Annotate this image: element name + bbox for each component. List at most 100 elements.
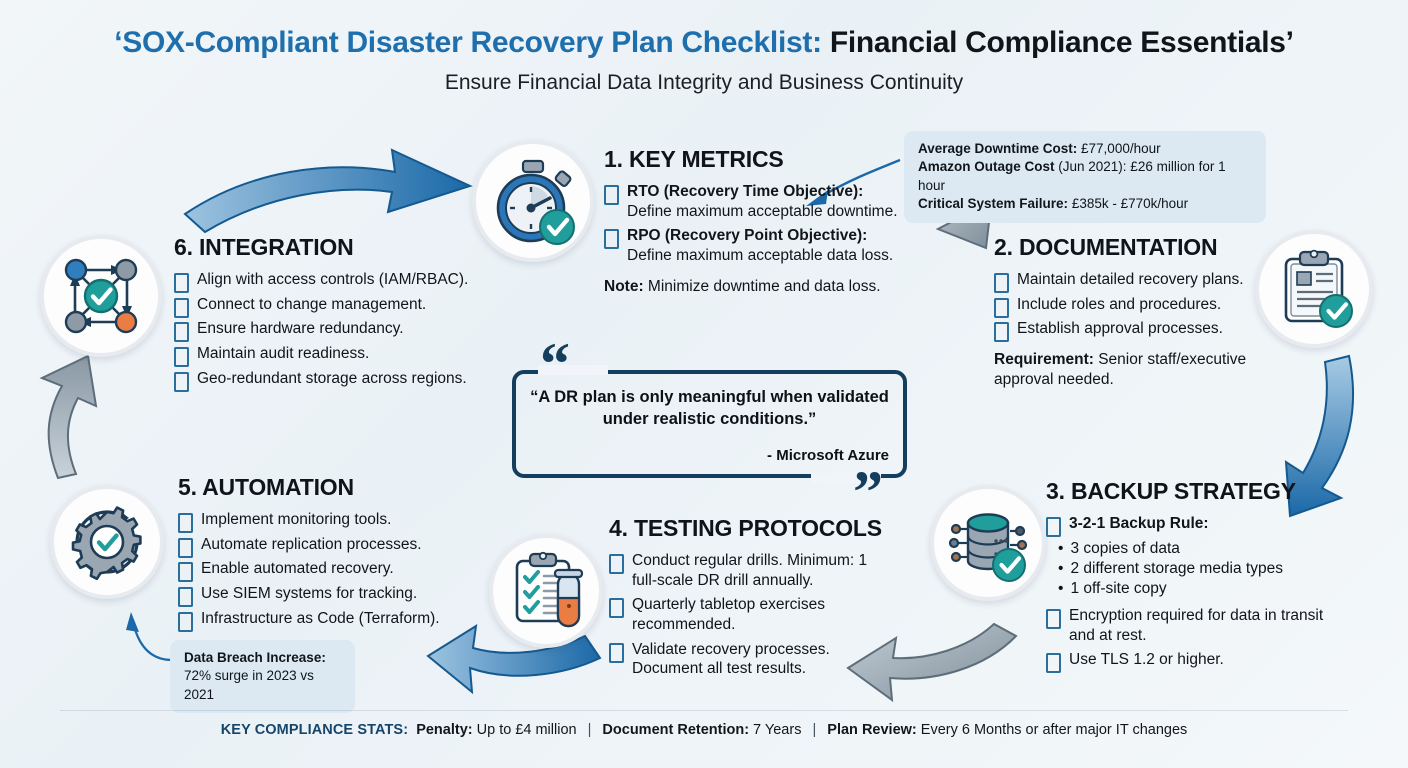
checklist-item-text: Validate recovery processes. Document al…	[632, 640, 830, 678]
footer-item-value: 7 Years	[749, 722, 802, 738]
footer-stats-bar: KEY COMPLIANCE STATS: Penalty: Up to £4 …	[0, 722, 1408, 738]
section-title: 4. TESTING PROTOCOLS	[609, 515, 882, 541]
arrow-automation-to-integration	[39, 354, 98, 480]
gear-refresh-check-icon	[50, 485, 164, 599]
checklist-item[interactable]: RTO (Recovery Time Objective): Define max…	[604, 182, 914, 221]
callout-value: £77,000/hour	[1077, 141, 1161, 156]
clipboard-document-check-icon	[1255, 230, 1373, 348]
footer-separator: |	[812, 722, 817, 738]
checklist-item-text: Implement monitoring tools.	[201, 511, 392, 528]
checklist-item-text: Align with access controls (IAM/RBAC).	[197, 271, 469, 288]
section-title: 3. BACKUP STRATEGY	[1046, 478, 1296, 504]
checkbox-icon[interactable]	[178, 537, 193, 558]
checkbox-icon[interactable]	[609, 642, 624, 663]
page-title-secondary: Financial Compliance Essentials’	[829, 26, 1294, 59]
checklist-item-label: RPO (Recovery Point Objective):	[627, 227, 868, 245]
checkbox-icon[interactable]	[174, 371, 189, 392]
checklist-item-text: Use TLS 1.2 or higher.	[1069, 651, 1224, 669]
checklist-item-text: Encryption required for data in transit …	[1069, 607, 1324, 644]
checkbox-icon[interactable]	[178, 611, 193, 632]
section-title: 1. KEY METRICS	[604, 146, 784, 172]
checklist-item[interactable]: Validate recovery processes. Document al…	[609, 640, 889, 679]
checkbox-icon[interactable]	[1046, 653, 1061, 674]
checklist-item-label: 3-2-1 Backup Rule:	[1069, 515, 1209, 532]
checkbox-icon[interactable]	[994, 322, 1009, 343]
checkbox-icon[interactable]	[994, 297, 1009, 318]
checklist-item-label: RTO (Recovery Time Objective):	[627, 183, 864, 200]
checkbox-icon[interactable]	[994, 273, 1009, 293]
footer-item-label: Plan Review:	[827, 722, 917, 738]
section-testing-protocols: 4. TESTING PROTOCOLS Conduct regular dri…	[609, 515, 889, 684]
checklist-item[interactable]: Maintain detailed recovery plans.	[994, 270, 1262, 293]
section-note-label: Note:	[604, 277, 644, 295]
database-check-icon	[930, 485, 1046, 601]
checklist-item-text: Geo-redundant storage across regions.	[197, 369, 467, 387]
quote-open-mark: “	[540, 331, 570, 397]
footer-lead-label: KEY COMPLIANCE STATS:	[220, 722, 409, 738]
checklist-item-text: Define maximum acceptable data loss.	[627, 247, 894, 265]
checklist-item-text: Include roles and procedures.	[1017, 295, 1222, 313]
checkbox-icon[interactable]	[174, 273, 189, 293]
sublist-item: 2 different storage media types	[1058, 559, 1346, 579]
section-title: 5. AUTOMATION	[178, 474, 354, 500]
section-backup-strategy: 3. BACKUP STRATEGY 3-2-1 Backup Rule: 3 …	[1046, 478, 1346, 675]
checklist-item[interactable]: Infrastructure as Code (Terraform).	[178, 609, 478, 632]
checklist-item[interactable]: Automate replication processes.	[178, 535, 478, 558]
checklist-item-text: Define maximum acceptable downtime.	[627, 202, 898, 220]
checkbox-icon[interactable]	[609, 554, 624, 574]
sublist-item: 3 copies of data	[1058, 539, 1346, 559]
callout-line: 72% surge in 2023 vs 2021	[184, 668, 314, 702]
checklist-item[interactable]: 3-2-1 Backup Rule:	[1046, 514, 1346, 537]
checklist-item[interactable]: Use TLS 1.2 or higher.	[1046, 650, 1346, 674]
checklist-item-text: Quarterly tabletop exercises recommended…	[632, 596, 825, 634]
sublist-item: 1 off-site copy	[1058, 579, 1346, 599]
checklist-item-text: Automate replication processes.	[201, 535, 422, 553]
footer-divider	[60, 710, 1348, 711]
checkbox-icon[interactable]	[604, 229, 619, 250]
checklist-item[interactable]: Implement monitoring tools.	[178, 510, 478, 533]
checkbox-icon[interactable]	[1046, 609, 1061, 630]
callout-cost-stats: Average Downtime Cost: £77,000/hour Amaz…	[904, 131, 1266, 223]
callout-line: Average Downtime Cost: £77,000/hour	[918, 140, 1252, 158]
checklist-item[interactable]: Maintain audit readiness.	[174, 344, 494, 368]
checkbox-icon[interactable]	[178, 513, 193, 533]
checklist-item[interactable]: Ensure hardware redundancy.	[174, 319, 494, 343]
stopwatch-check-icon	[472, 140, 594, 262]
checklist-item-text: Maintain detailed recovery plans.	[1017, 271, 1244, 288]
checkbox-icon[interactable]	[604, 185, 619, 205]
checklist-item[interactable]: Connect to change management.	[174, 295, 494, 318]
checkbox-icon[interactable]	[174, 297, 189, 318]
arrow-breach-callout	[126, 612, 173, 662]
arrow-integration-to-metrics	[183, 148, 473, 234]
callout-label: Data Breach Increase:	[184, 650, 326, 665]
footer-separator: |	[587, 722, 592, 738]
quote-block: “ ” “A DR plan is only meaningful when v…	[512, 334, 907, 522]
checkbox-icon[interactable]	[609, 598, 624, 619]
checklist-item[interactable]: Use SIEM systems for tracking.	[178, 584, 478, 608]
checklist-item[interactable]: Include roles and procedures.	[994, 295, 1262, 318]
checkbox-icon[interactable]	[178, 587, 193, 608]
footer-item-label: Penalty:	[416, 722, 473, 738]
checklist-item[interactable]: Establish approval processes.	[994, 319, 1262, 343]
checklist-item[interactable]: Align with access controls (IAM/RBAC).	[174, 270, 494, 293]
callout-value: £385k - £770k/hour	[1068, 196, 1189, 212]
callout-line: Data Breach Increase:	[184, 649, 341, 667]
checkbox-icon[interactable]	[1046, 517, 1061, 537]
quote-frame-gap-top	[538, 365, 608, 375]
checklist-item[interactable]: RPO (Recovery Point Objective): Define ma…	[604, 226, 914, 265]
quote-text: “A DR plan is only meaningful when valid…	[530, 388, 889, 428]
checklist-item[interactable]: Encryption required for data in transit …	[1046, 606, 1346, 645]
checkbox-icon[interactable]	[174, 322, 189, 343]
checkbox-icon[interactable]	[174, 347, 189, 368]
page-title-primary: ‘SOX-Compliant Disaster Recovery Plan Ch…	[114, 26, 830, 59]
checkbox-icon[interactable]	[178, 562, 193, 583]
checklist-item-text: Conduct regular drills. Minimum: 1 full-…	[632, 552, 868, 589]
section-title: 2. DOCUMENTATION	[994, 234, 1218, 260]
checklist-item[interactable]: Enable automated recovery.	[178, 559, 478, 583]
checklist-item[interactable]: Geo-redundant storage across regions.	[174, 369, 494, 392]
page-subtitle: Ensure Financial Data Integrity and Busi…	[444, 71, 964, 94]
checklist-item[interactable]: Conduct regular drills. Minimum: 1 full-…	[609, 551, 889, 590]
callout-label: Critical System Failure:	[918, 196, 1069, 212]
checklist-item[interactable]: Quarterly tabletop exercises recommended…	[609, 595, 889, 634]
